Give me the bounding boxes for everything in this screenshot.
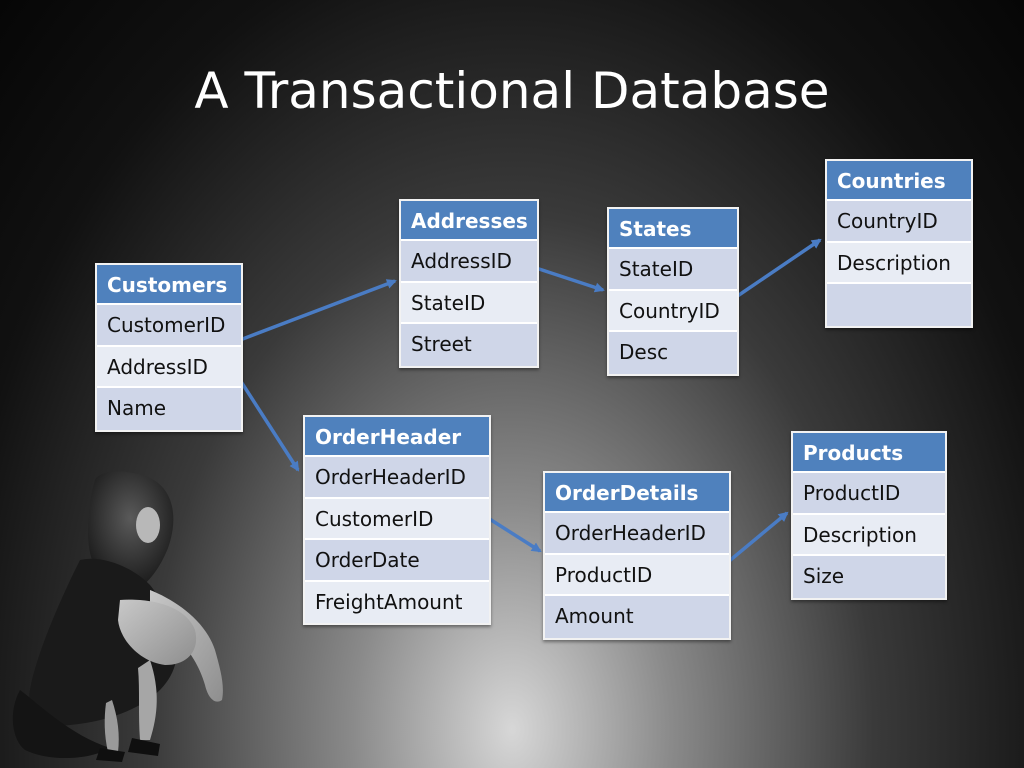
table-title: Countries bbox=[827, 161, 971, 201]
table-field: FreightAmount bbox=[305, 582, 489, 624]
table-title: Addresses bbox=[401, 201, 537, 241]
table-field bbox=[827, 284, 971, 326]
arrow-customers-orderheader bbox=[240, 380, 298, 470]
table-title: Products bbox=[793, 433, 945, 473]
table-field: CustomerID bbox=[305, 499, 489, 541]
table-field: CountryID bbox=[609, 291, 737, 333]
table-field: AddressID bbox=[97, 347, 241, 389]
table-field: StateID bbox=[609, 249, 737, 291]
table-field: ProductID bbox=[793, 473, 945, 515]
table-field: AddressID bbox=[401, 241, 537, 283]
table-field: CountryID bbox=[827, 201, 971, 243]
table-field: StateID bbox=[401, 283, 537, 325]
table-field: OrderHeaderID bbox=[545, 513, 729, 555]
table-field: OrderDate bbox=[305, 540, 489, 582]
table-customers: Customers CustomerID AddressID Name bbox=[95, 263, 243, 432]
arrow-states-countries bbox=[736, 240, 820, 297]
table-field: Name bbox=[97, 388, 241, 430]
arrow-addresses-states bbox=[536, 268, 603, 290]
table-field: Description bbox=[827, 243, 971, 285]
arrow-orderdetails-products bbox=[728, 513, 787, 562]
table-field: Amount bbox=[545, 596, 729, 638]
table-field: CustomerID bbox=[97, 305, 241, 347]
table-title: OrderHeader bbox=[305, 417, 489, 457]
table-field: Desc bbox=[609, 332, 737, 374]
table-field: OrderHeaderID bbox=[305, 457, 489, 499]
table-field: Street bbox=[401, 324, 537, 366]
table-field: Size bbox=[793, 556, 945, 598]
table-orderheader: OrderHeader OrderHeaderID CustomerID Ord… bbox=[303, 415, 491, 625]
table-field: ProductID bbox=[545, 555, 729, 597]
table-title: OrderDetails bbox=[545, 473, 729, 513]
table-title: Customers bbox=[97, 265, 241, 305]
table-states: States StateID CountryID Desc bbox=[607, 207, 739, 376]
table-countries: Countries CountryID Description bbox=[825, 159, 973, 328]
arrow-orderheader-orderdetails bbox=[488, 518, 540, 551]
table-products: Products ProductID Description Size bbox=[791, 431, 947, 600]
table-addresses: Addresses AddressID StateID Street bbox=[399, 199, 539, 368]
arrow-customers-addresses bbox=[240, 281, 395, 340]
table-field: Description bbox=[793, 515, 945, 557]
table-title: States bbox=[609, 209, 737, 249]
table-orderdetails: OrderDetails OrderHeaderID ProductID Amo… bbox=[543, 471, 731, 640]
